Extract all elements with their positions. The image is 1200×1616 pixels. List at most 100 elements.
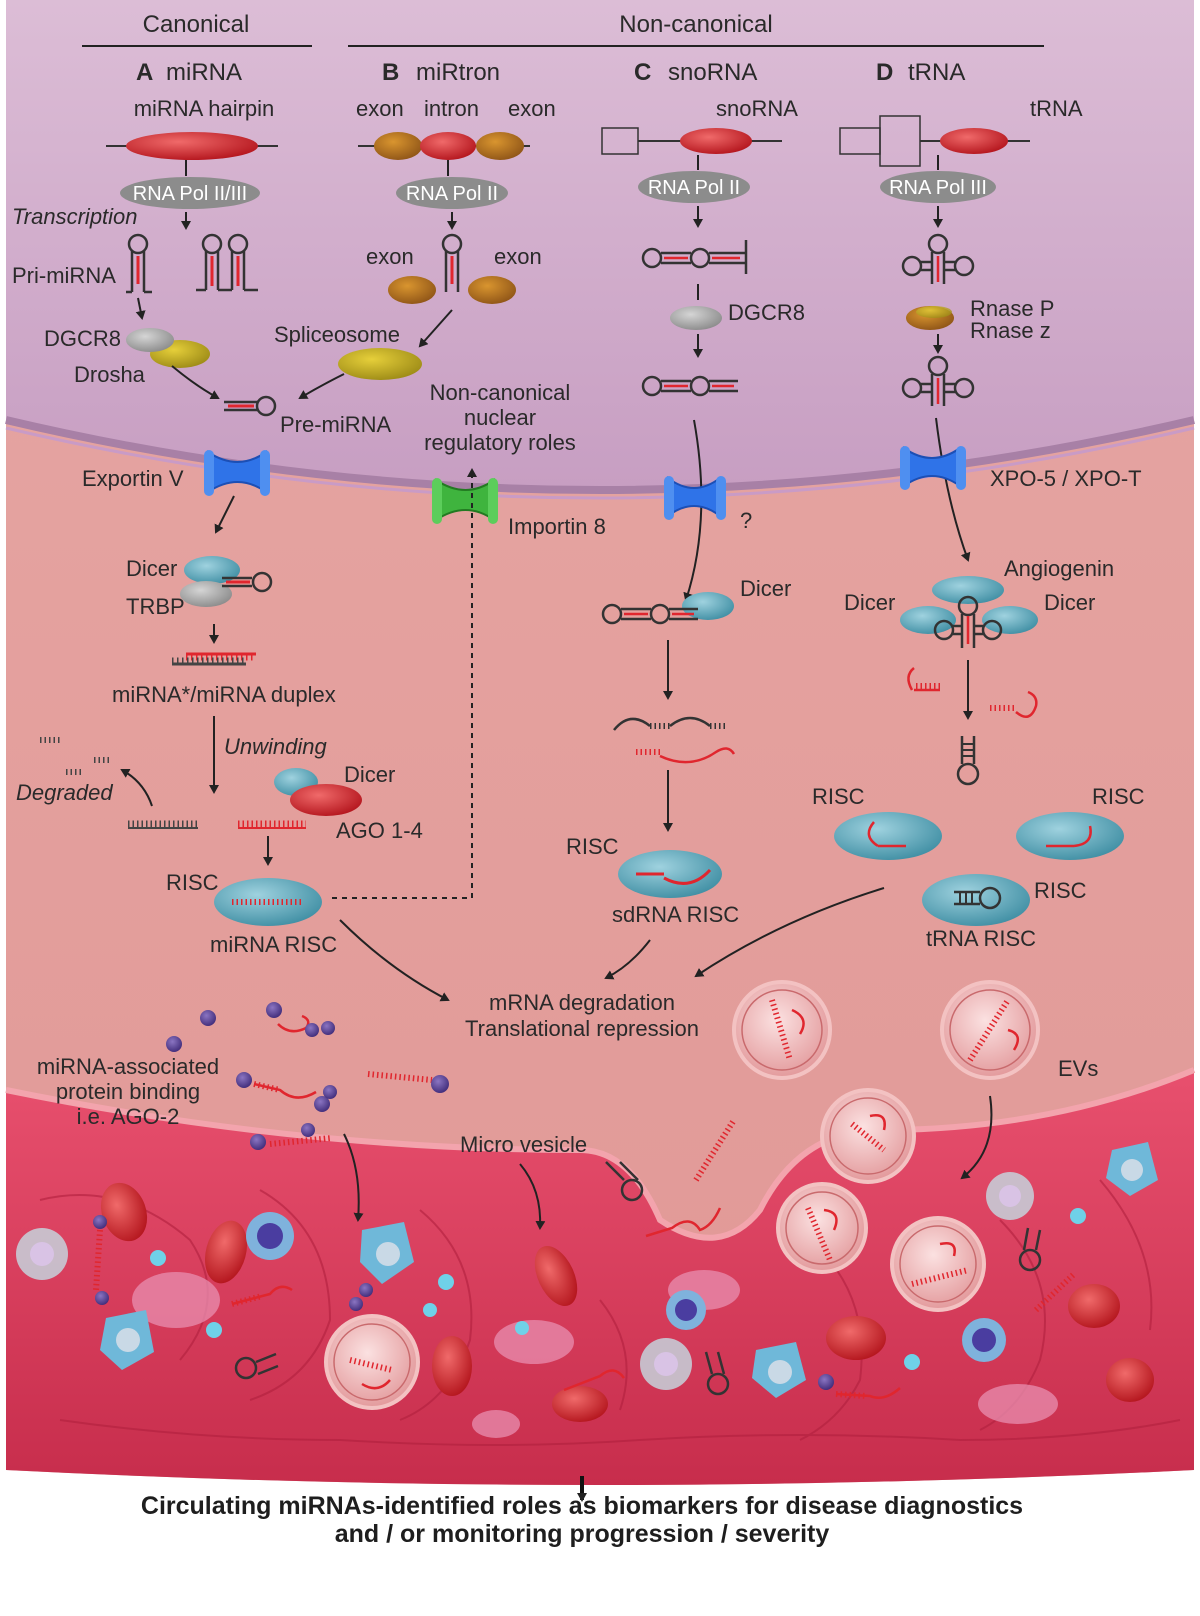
rna-pol-2-3 — [120, 177, 260, 209]
trna-label: tRNA — [1030, 96, 1083, 121]
canonical-header: Canonical — [143, 11, 250, 38]
mrna-degradation-label-1: mRNA degradation — [489, 990, 675, 1015]
mrna-degradation-label-2: Translational repression — [465, 1016, 699, 1041]
risc-label-d2: RISC — [1092, 784, 1145, 809]
nuclear-roles-label-1: Non-canonical — [430, 380, 571, 405]
blood-mirnas — [93, 1215, 1077, 1399]
evs-label: EVs — [1058, 1056, 1098, 1081]
trf-fragments — [907, 667, 1038, 719]
trf-risc-2-strand — [1046, 825, 1092, 848]
exon-blob-3 — [388, 276, 436, 304]
rna-pol-3-label: RNA Pol III — [889, 177, 987, 199]
trna-gene — [940, 128, 1008, 154]
trna-risc-hairpin — [954, 886, 1002, 910]
trna-risc-label: tRNA RISC — [926, 926, 1036, 951]
ago-label: AGO 1-4 — [336, 818, 423, 843]
dicer-label-d1: Dicer — [844, 590, 895, 615]
rna-pol-2-b-label: RNA Pol II — [406, 183, 498, 205]
pre-trna-cloverleaf — [901, 233, 975, 284]
importin-8 — [432, 478, 498, 524]
nuclear-membrane-inner — [5, 426, 1195, 500]
endothelial-cells — [39, 1179, 1181, 1446]
dicer-label-d2: Dicer — [1044, 590, 1095, 615]
ev-vesicle-1 — [732, 980, 832, 1080]
dicer-pre-mirna — [222, 571, 273, 593]
risc-label-c: RISC — [566, 834, 619, 859]
trna-risc — [922, 874, 1030, 926]
dicer-enzyme-d2 — [982, 606, 1038, 634]
nucleus-region — [6, 0, 1194, 490]
intron-label: intron — [424, 96, 479, 121]
ev-vesicle-4 — [776, 1182, 868, 1274]
dicer-enzyme-c — [682, 592, 734, 620]
pre-mirna-label: Pre-miRNA — [280, 412, 392, 437]
spliceosome-arrow — [298, 373, 345, 400]
mirna-gene — [126, 132, 258, 160]
export-arrow-a — [214, 495, 235, 534]
importin-label: Importin 8 — [508, 514, 606, 539]
dgcr8-label-c: DGCR8 — [728, 300, 805, 325]
dicer-enzyme-a — [184, 556, 240, 584]
free-mirnas — [605, 1118, 737, 1238]
dgcr8-enzyme-c — [670, 306, 722, 330]
drosha-arrow — [171, 365, 220, 400]
snorna-exporter — [664, 475, 726, 520]
pathway-a-letter: A — [136, 59, 153, 86]
rna-pol-2-b — [396, 177, 508, 209]
mirna-risc-arrow — [339, 919, 450, 1002]
nuclear-roles-label-3: regulatory roles — [424, 430, 576, 455]
nuclear-roles-label-2: nuclear — [464, 405, 536, 430]
ev-vesicle-6 — [324, 1314, 420, 1410]
trna-hairpin-fragment — [956, 736, 980, 786]
mirtron-arrow-2 — [418, 309, 453, 348]
degraded-fragments — [40, 737, 112, 775]
sdrna-risc-arrow — [604, 939, 651, 980]
footer-line-1: Circulating miRNAs-identified roles as b… — [141, 1492, 1023, 1520]
risc-label-a: RISC — [166, 870, 219, 895]
rnase-enzyme-top — [916, 306, 952, 318]
spliceosome — [338, 348, 422, 380]
ev-vesicle-5 — [890, 1216, 986, 1312]
protein-bound-mirnas — [166, 1002, 449, 1150]
degraded-arrow — [120, 768, 153, 807]
ev-vesicle-3 — [820, 1088, 916, 1184]
blood-particles — [150, 1208, 1086, 1370]
exportin-v — [204, 450, 270, 496]
pathway-d-letter: D — [876, 59, 893, 86]
xpo-5-xpo-t — [900, 446, 966, 490]
pathway-a-title: miRNA — [166, 59, 242, 86]
pri-to-dgcr8-arrow — [135, 297, 146, 320]
trbp-enzyme — [180, 581, 232, 607]
pri-mirna-label: Pri-miRNA — [12, 263, 116, 288]
ev-vesicle-2 — [940, 980, 1040, 1080]
pathway-d-title: tRNA — [908, 59, 965, 86]
exon-blob-2 — [476, 132, 524, 160]
pathway-b-title: miRtron — [416, 59, 500, 86]
pri-mirna-cluster-red — [210, 256, 240, 286]
white-blood-cells — [16, 1142, 1158, 1398]
unknown-exporter-label: ? — [740, 508, 752, 533]
micro-vesicle-label: Micro vesicle — [460, 1132, 587, 1157]
rnase-z-label: Rnase z — [970, 318, 1051, 343]
dicer-label-a2: Dicer — [344, 762, 395, 787]
drosha-label: Drosha — [74, 362, 146, 387]
protein-bound-arrow — [343, 1133, 364, 1222]
pri-mirna-cluster — [196, 233, 258, 292]
exon-blob-1 — [374, 132, 422, 160]
dicer-snorna — [601, 603, 698, 625]
ago-enzyme — [290, 784, 362, 816]
evs-arrow — [960, 1095, 993, 1180]
nuclear-membrane — [5, 416, 1195, 494]
duplex-label: miRNA*/miRNA duplex — [112, 682, 336, 707]
trna-cleavage — [933, 595, 1003, 648]
protein-binding-label-1: miRNA-associated — [37, 1054, 219, 1079]
xpo-label: XPO-5 / XPO-T — [990, 466, 1142, 491]
exportin-label: Exportin V — [82, 466, 184, 491]
exon-blob-4 — [468, 276, 516, 304]
intron-blob — [420, 132, 476, 160]
rna-pol-2-c-label: RNA Pol II — [648, 177, 740, 199]
risc-label-d1: RISC — [812, 784, 865, 809]
dicer-enzyme-d1 — [900, 606, 956, 634]
exon-label-1: exon — [356, 96, 404, 121]
mature-trna-cloverleaf — [901, 355, 975, 406]
